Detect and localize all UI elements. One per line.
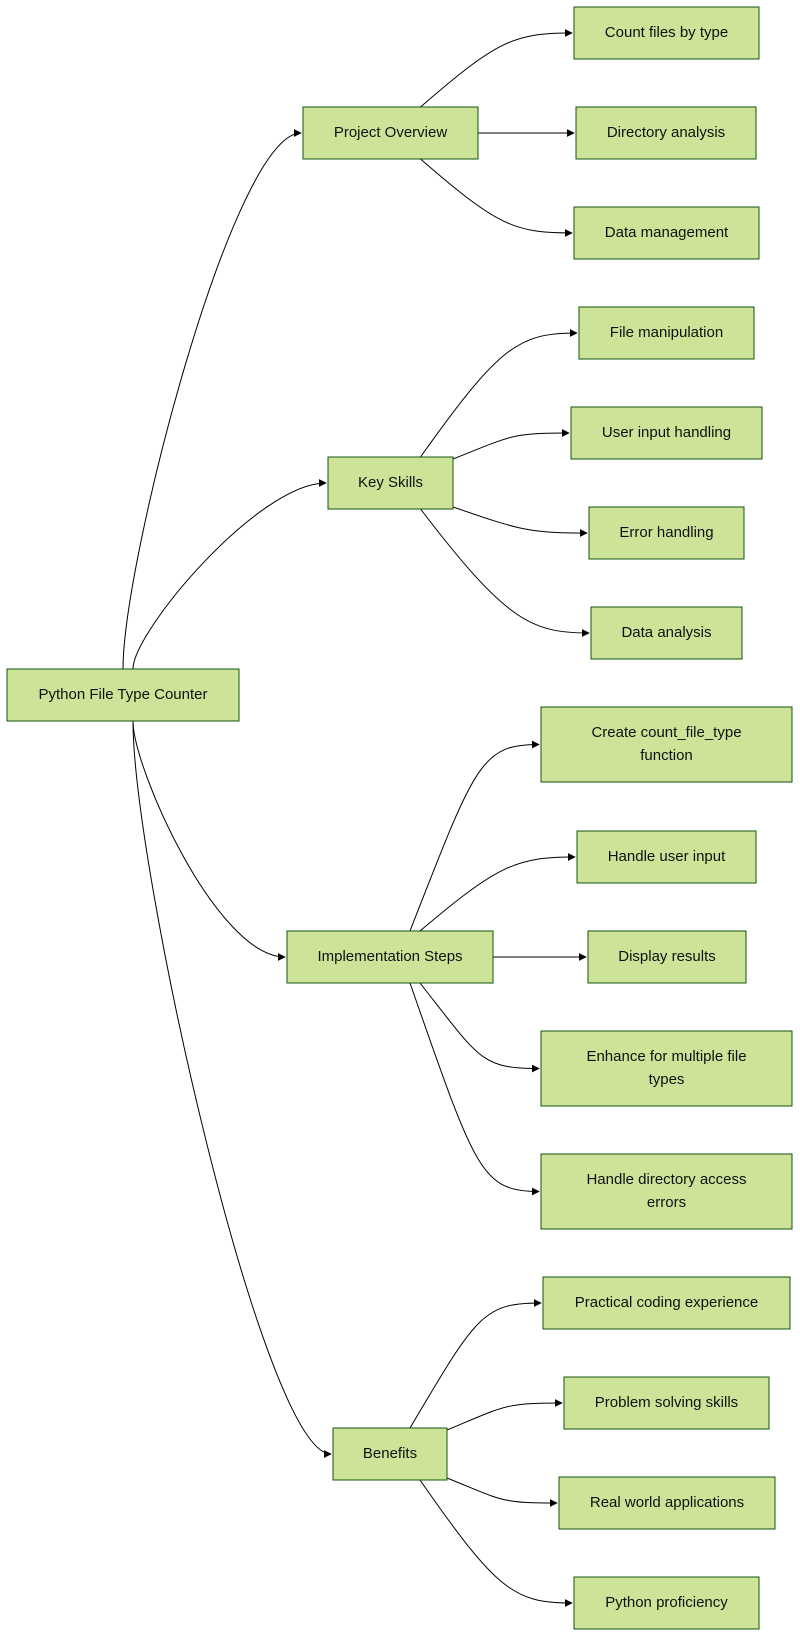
edge-root-to-key-skills xyxy=(132,479,327,670)
edge-implementation-steps-to-handle-directory-access-errors xyxy=(409,982,540,1196)
leaf-real-world-applications-box xyxy=(558,1476,776,1530)
edge-root-to-benefits xyxy=(132,720,332,1458)
branch-implementation-steps: Implementation Steps xyxy=(286,930,494,984)
edge-root-to-project-overview xyxy=(122,129,302,670)
leaf-real-world-applications: Real world applications xyxy=(558,1476,776,1530)
leaf-user-input-handling-box xyxy=(570,406,763,460)
leaf-problem-solving-skills: Problem solving skills xyxy=(563,1376,770,1430)
edge-key-skills-to-error-handling xyxy=(452,506,588,537)
leaf-handle-user-input-label: Handle user input xyxy=(608,848,726,865)
branch-project-overview-box xyxy=(302,106,479,160)
edge-benefits-to-python-proficiency xyxy=(419,1479,573,1607)
leaf-python-proficiency-label: Python proficiency xyxy=(605,1594,728,1611)
leaf-user-input-handling: User input handling xyxy=(570,406,763,460)
leaf-data-management: Data management xyxy=(573,206,760,260)
leaf-display-results: Display results xyxy=(587,930,747,984)
leaf-data-management-box xyxy=(573,206,760,260)
leaf-create-count-file-type-function: Create count_file_type function xyxy=(540,706,793,783)
leaf-count-files-by-type: Count files by type xyxy=(573,6,760,60)
root-node-box xyxy=(6,668,240,722)
leaf-display-results-box xyxy=(587,930,747,984)
leaf-error-handling-label: Error handling xyxy=(619,524,713,541)
leaf-count-files-by-type-box xyxy=(573,6,760,60)
leaf-count-files-by-type-label: Count files by type xyxy=(605,24,728,41)
branch-benefits: Benefits xyxy=(332,1427,448,1481)
leaf-handle-directory-access-errors-box xyxy=(540,1153,793,1230)
branch-benefits-box xyxy=(332,1427,448,1481)
edge-project-overview-to-count-files-by-type xyxy=(420,29,573,108)
edge-key-skills-to-file-manipulation xyxy=(420,329,578,458)
leaf-create-count-file-type-function-label: function xyxy=(640,747,693,764)
leaf-file-manipulation-label: File manipulation xyxy=(610,324,723,341)
leaf-practical-coding-experience-label: Practical coding experience xyxy=(575,1294,758,1311)
leaf-data-management-label: Data management xyxy=(605,224,729,241)
leaf-practical-coding-experience-box xyxy=(542,1276,791,1330)
leaf-problem-solving-skills-label: Problem solving skills xyxy=(595,1394,738,1411)
edge-project-overview-to-data-management xyxy=(420,158,573,237)
leaf-enhance-for-multiple-file-types-box xyxy=(540,1030,793,1107)
leaf-directory-analysis: Directory analysis xyxy=(575,106,757,160)
branch-key-skills-label: Key Skills xyxy=(358,474,423,491)
leaf-create-count-file-type-function-label: Create count_file_type xyxy=(591,724,741,741)
leaf-handle-directory-access-errors: Handle directory access errors xyxy=(540,1153,793,1230)
leaf-display-results-label: Display results xyxy=(618,948,716,965)
root-node-label: Python File Type Counter xyxy=(39,686,208,703)
leaf-error-handling: Error handling xyxy=(588,506,745,560)
branch-benefits-label: Benefits xyxy=(363,1445,417,1462)
branch-project-overview-label: Project Overview xyxy=(334,124,448,141)
leaf-create-count-file-type-function-box xyxy=(540,706,793,783)
leaf-file-manipulation: File manipulation xyxy=(578,306,755,360)
leaf-directory-analysis-label: Directory analysis xyxy=(607,124,725,141)
leaf-python-proficiency-box xyxy=(573,1576,760,1630)
edge-implementation-steps-to-enhance-for-multiple-file-types xyxy=(419,982,540,1073)
leaf-file-manipulation-box xyxy=(578,306,755,360)
leaf-real-world-applications-label: Real world applications xyxy=(590,1494,744,1511)
leaf-enhance-for-multiple-file-types-label: types xyxy=(649,1071,685,1088)
leaf-directory-analysis-box xyxy=(575,106,757,160)
branch-implementation-steps-box xyxy=(286,930,494,984)
edge-key-skills-to-data-analysis xyxy=(420,508,590,637)
leaf-handle-directory-access-errors-label: Handle directory access xyxy=(586,1171,746,1188)
leaf-handle-user-input: Handle user input xyxy=(576,830,757,884)
branch-implementation-steps-label: Implementation Steps xyxy=(317,948,462,965)
edge-benefits-to-problem-solving-skills xyxy=(446,1399,563,1431)
leaf-data-analysis: Data analysis xyxy=(590,606,743,660)
leaf-handle-directory-access-errors-label: errors xyxy=(647,1194,686,1211)
edge-benefits-to-real-world-applications xyxy=(446,1477,558,1507)
leaf-user-input-handling-label: User input handling xyxy=(602,424,731,441)
edge-implementation-steps-to-create-count-file-type-function xyxy=(409,740,540,932)
leaf-data-analysis-label: Data analysis xyxy=(621,624,711,641)
leaf-enhance-for-multiple-file-types: Enhance for multiple file types xyxy=(540,1030,793,1107)
edge-benefits-to-practical-coding-experience xyxy=(409,1299,542,1429)
leaf-enhance-for-multiple-file-types-label: Enhance for multiple file xyxy=(586,1048,746,1065)
leaf-problem-solving-skills-box xyxy=(563,1376,770,1430)
leaf-error-handling-box xyxy=(588,506,745,560)
edge-implementation-steps-to-handle-user-input xyxy=(419,853,576,932)
branch-project-overview: Project Overview xyxy=(302,106,479,160)
leaf-python-proficiency: Python proficiency xyxy=(573,1576,760,1630)
edge-root-to-implementation-steps xyxy=(132,720,286,961)
root-node: Python File Type Counter xyxy=(6,668,240,722)
branch-key-skills-box xyxy=(327,456,454,510)
edge-key-skills-to-user-input-handling xyxy=(452,429,570,460)
leaf-data-analysis-box xyxy=(590,606,743,660)
branch-key-skills: Key Skills xyxy=(327,456,454,510)
leaf-practical-coding-experience: Practical coding experience xyxy=(542,1276,791,1330)
leaf-handle-user-input-box xyxy=(576,830,757,884)
